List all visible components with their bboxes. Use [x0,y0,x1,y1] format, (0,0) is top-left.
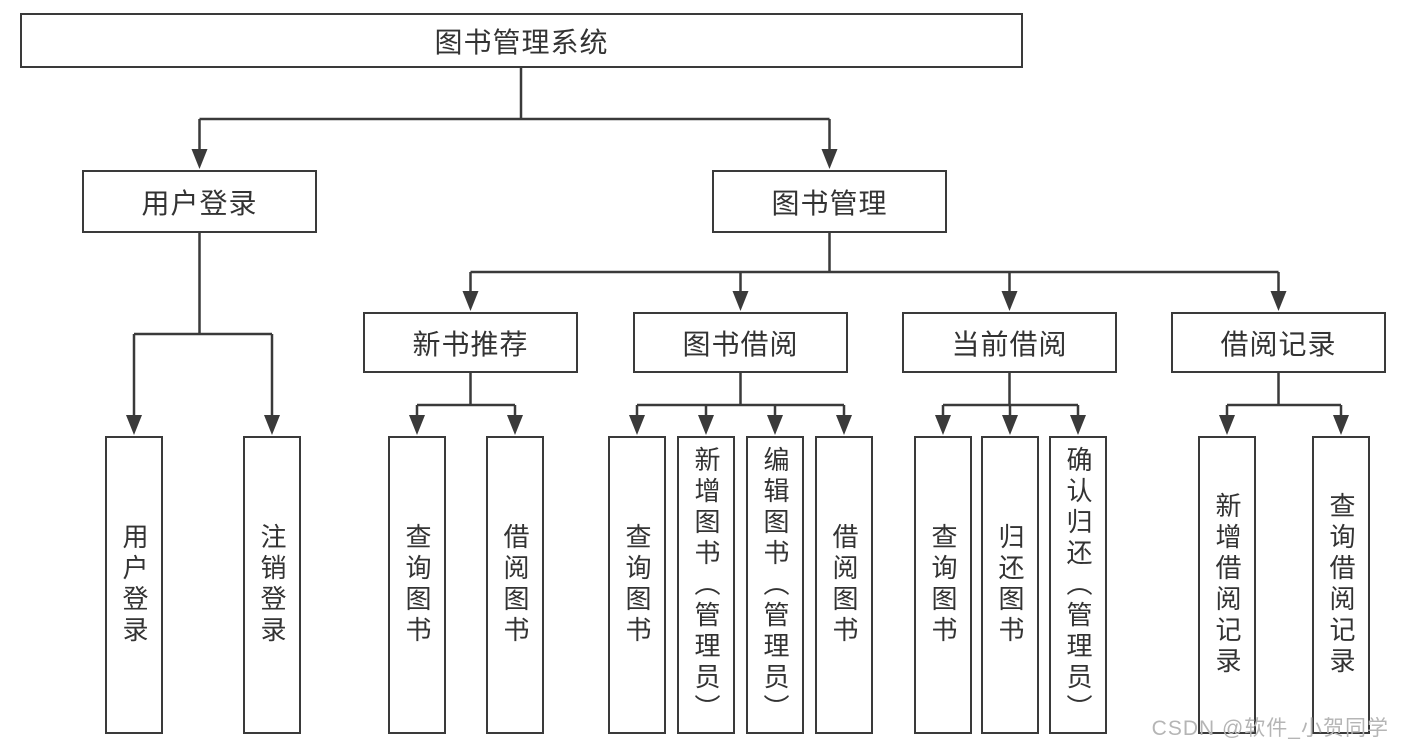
leaf-edit-book-admin-label: 编辑图书（管理员） [760,445,790,725]
csdn-watermark: CSDN @软件_小贺同学 [1151,717,1389,740]
leaf-return-book: 归还图书 [981,436,1039,734]
leaf-query-book-1-label: 查询图书 [402,523,432,647]
leaf-query-borrow-record: 查询借阅记录 [1312,436,1370,734]
leaf-query-book-2-label: 查询图书 [622,523,652,647]
leaf-logout: 注销登录 [243,436,301,734]
node-new-book-recommend: 新书推荐 [363,312,578,373]
leaf-add-book-admin-label: 新增图书（管理员） [691,445,721,725]
node-root-label: 图书管理系统 [434,26,609,58]
leaf-logout-label: 注销登录 [257,523,287,647]
leaf-user-login-label: 用户登录 [119,523,149,647]
leaf-edit-book-admin: 编辑图书（管理员） [746,436,804,734]
node-book-management: 图书管理 [712,170,947,233]
node-book-borrow-label: 图书借阅 [682,328,799,360]
node-current-borrow: 当前借阅 [902,312,1117,373]
leaf-add-borrow-record: 新增借阅记录 [1198,436,1256,734]
leaf-confirm-return-admin: 确认归还（管理员） [1049,436,1107,734]
node-borrow-record-label: 借阅记录 [1220,328,1337,360]
leaf-borrow-book-1-label: 借阅图书 [500,523,530,647]
leaf-borrow-book-1: 借阅图书 [486,436,544,734]
node-borrow-record: 借阅记录 [1171,312,1386,373]
node-user-login-label: 用户登录 [141,187,258,219]
node-current-borrow-label: 当前借阅 [951,328,1068,360]
node-new-book-recommend-label: 新书推荐 [412,328,529,360]
node-book-borrow: 图书借阅 [633,312,848,373]
leaf-query-borrow-record-label: 查询借阅记录 [1326,492,1356,678]
leaf-query-book-3-label: 查询图书 [928,523,958,647]
leaf-borrow-book-2: 借阅图书 [815,436,873,734]
leaf-add-book-admin: 新增图书（管理员） [677,436,735,734]
leaf-query-book-1: 查询图书 [388,436,446,734]
node-root-system: 图书管理系统 [20,13,1023,68]
leaf-query-book-3: 查询图书 [914,436,972,734]
node-user-login: 用户登录 [82,170,317,233]
node-book-management-label: 图书管理 [771,187,888,219]
leaf-return-book-label: 归还图书 [995,523,1025,647]
leaf-query-book-2: 查询图书 [608,436,666,734]
leaf-user-login: 用户登录 [105,436,163,734]
leaf-add-borrow-record-label: 新增借阅记录 [1212,492,1242,678]
leaf-confirm-return-admin-label: 确认归还（管理员） [1063,445,1093,725]
leaf-borrow-book-2-label: 借阅图书 [829,523,859,647]
